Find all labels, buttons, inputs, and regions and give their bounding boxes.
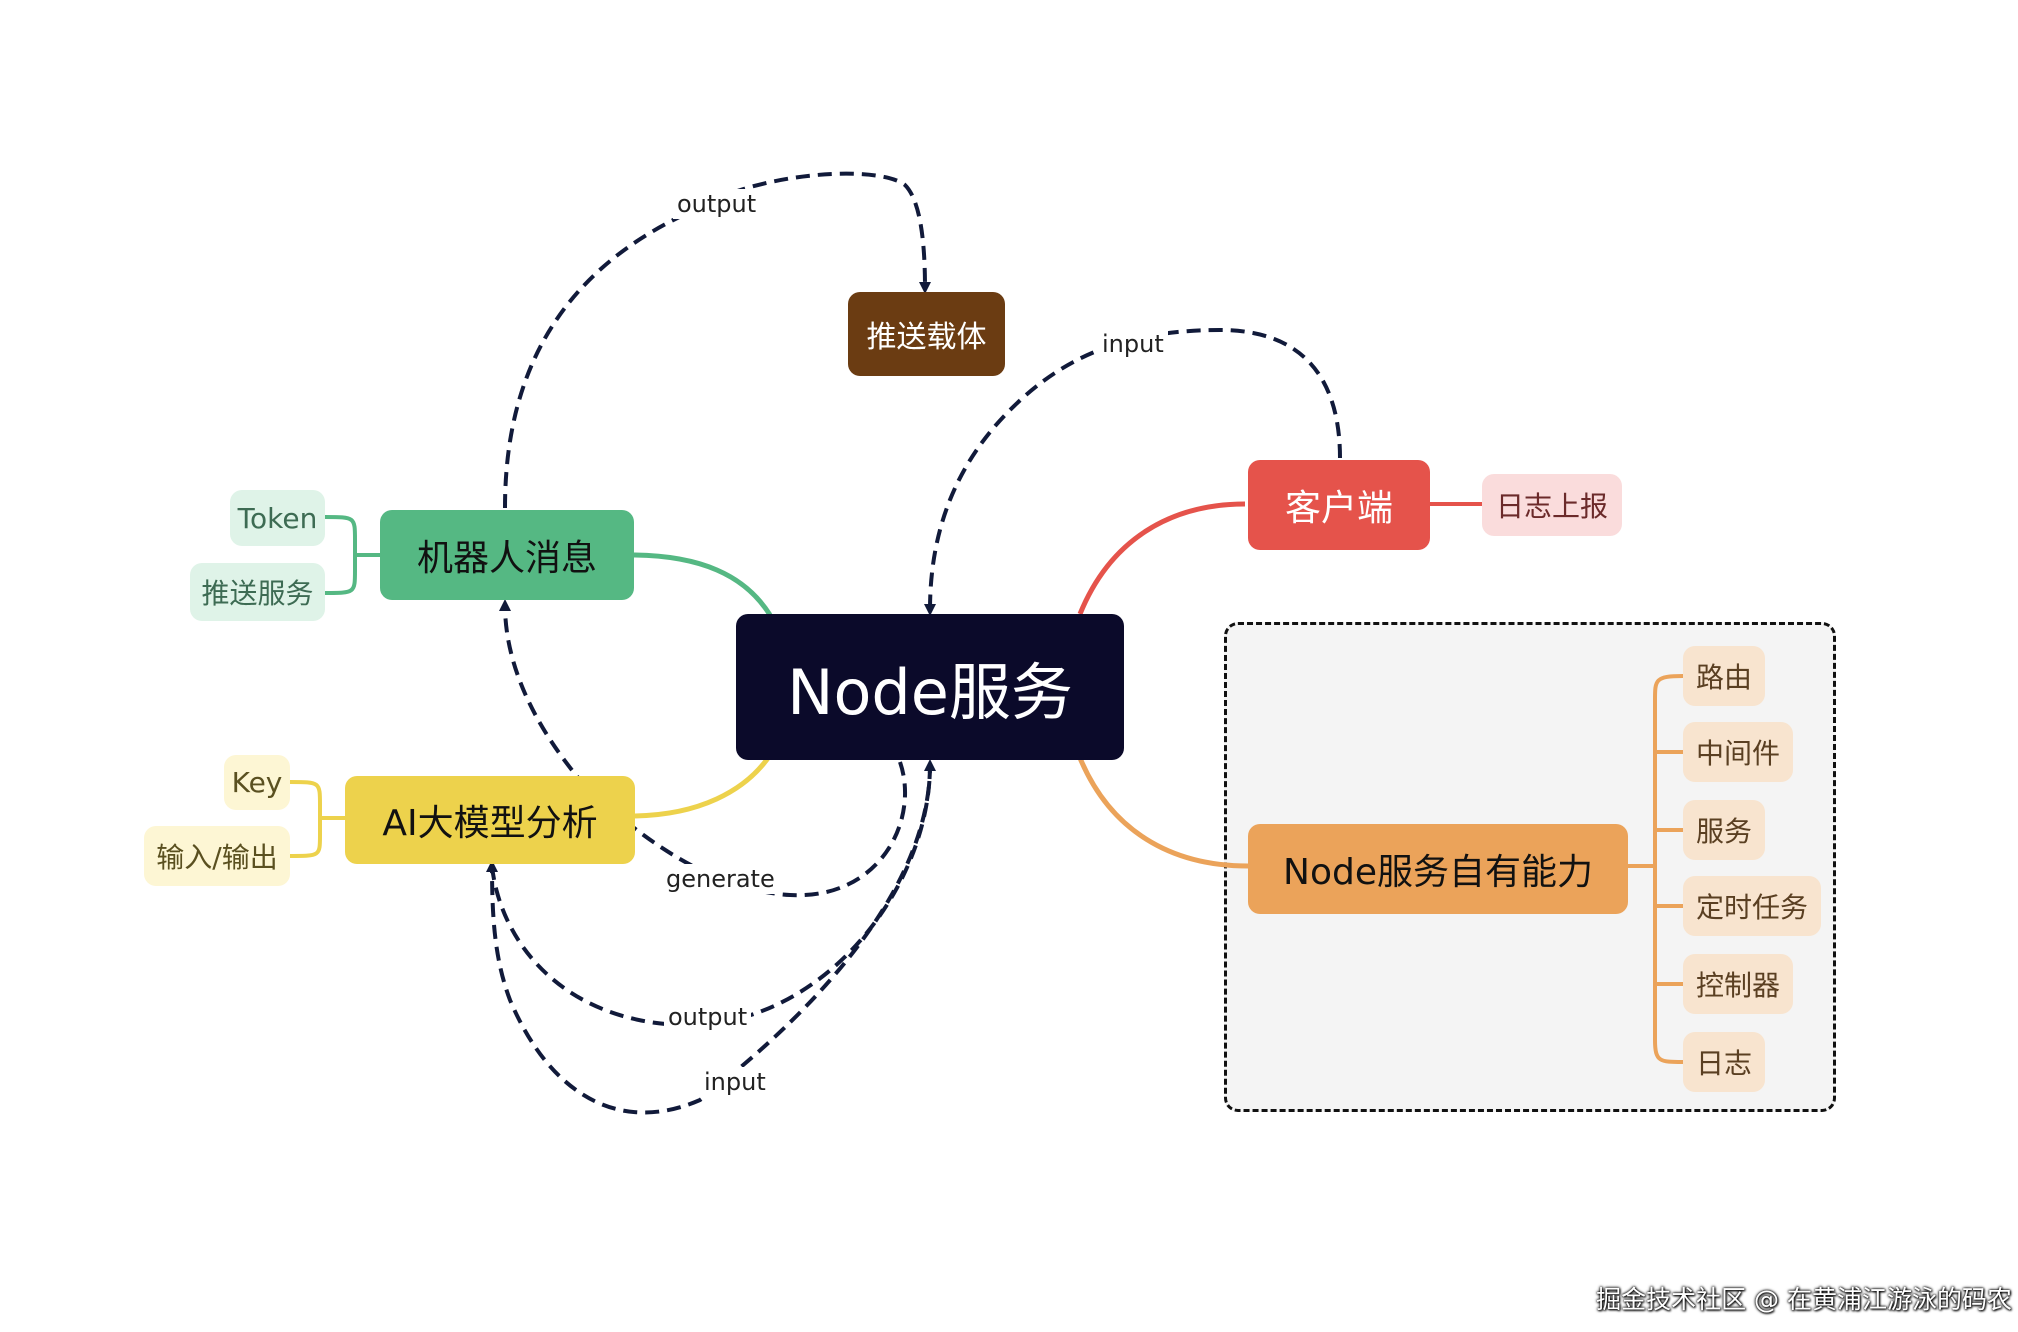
- branch-client: [1077, 501, 1246, 615]
- capability-child-controller[interactable]: 控制器: [1683, 954, 1793, 1014]
- flow-label-client-to-center: input: [1098, 329, 1168, 359]
- flow-label-ai-to-center: output: [664, 1002, 752, 1032]
- center-node[interactable]: Node服务: [736, 614, 1124, 760]
- robot-child-push-service[interactable]: 推送服务: [190, 563, 325, 621]
- flow-label-ai-to-robot: generate: [662, 864, 779, 894]
- bracket-ai: [289, 780, 345, 858]
- client-node[interactable]: 客户端: [1248, 460, 1430, 550]
- capability-node[interactable]: Node服务自有能力: [1248, 824, 1628, 914]
- capability-child-scheduled-task[interactable]: 定时任务: [1683, 876, 1821, 936]
- branch-ai: [629, 756, 771, 819]
- capability-child-middleware[interactable]: 中间件: [1683, 722, 1793, 782]
- capability-child-log[interactable]: 日志: [1683, 1032, 1765, 1092]
- flow-label-robot-to-push: output: [673, 189, 761, 219]
- client-child-log-report[interactable]: 日志上报: [1482, 474, 1622, 536]
- robot-child-token[interactable]: Token: [230, 490, 325, 546]
- ai-analysis-node[interactable]: AI大模型分析: [345, 776, 635, 864]
- branch-robot: [629, 552, 773, 617]
- bracket-robot: [324, 515, 380, 595]
- branch-capability: [1077, 757, 1249, 869]
- flow-center-to-ai: [486, 764, 932, 1115]
- ai-child-key[interactable]: Key: [224, 755, 290, 810]
- watermark: 掘金技术社区 @ 在黄浦江游泳的码农: [1596, 1285, 2012, 1314]
- flow-ai-to-robot: [499, 599, 907, 898]
- push-carrier-node[interactable]: 推送载体: [848, 292, 1005, 376]
- capability-child-routing[interactable]: 路由: [1683, 646, 1765, 706]
- robot-message-node[interactable]: 机器人消息: [380, 510, 634, 600]
- capability-child-service[interactable]: 服务: [1683, 800, 1765, 860]
- bracket-capability: [1628, 674, 1684, 1064]
- flow-label-center-to-ai: input: [700, 1067, 770, 1097]
- ai-child-io[interactable]: 输入/输出: [144, 826, 290, 886]
- flow-client-to-center: [924, 327, 1342, 616]
